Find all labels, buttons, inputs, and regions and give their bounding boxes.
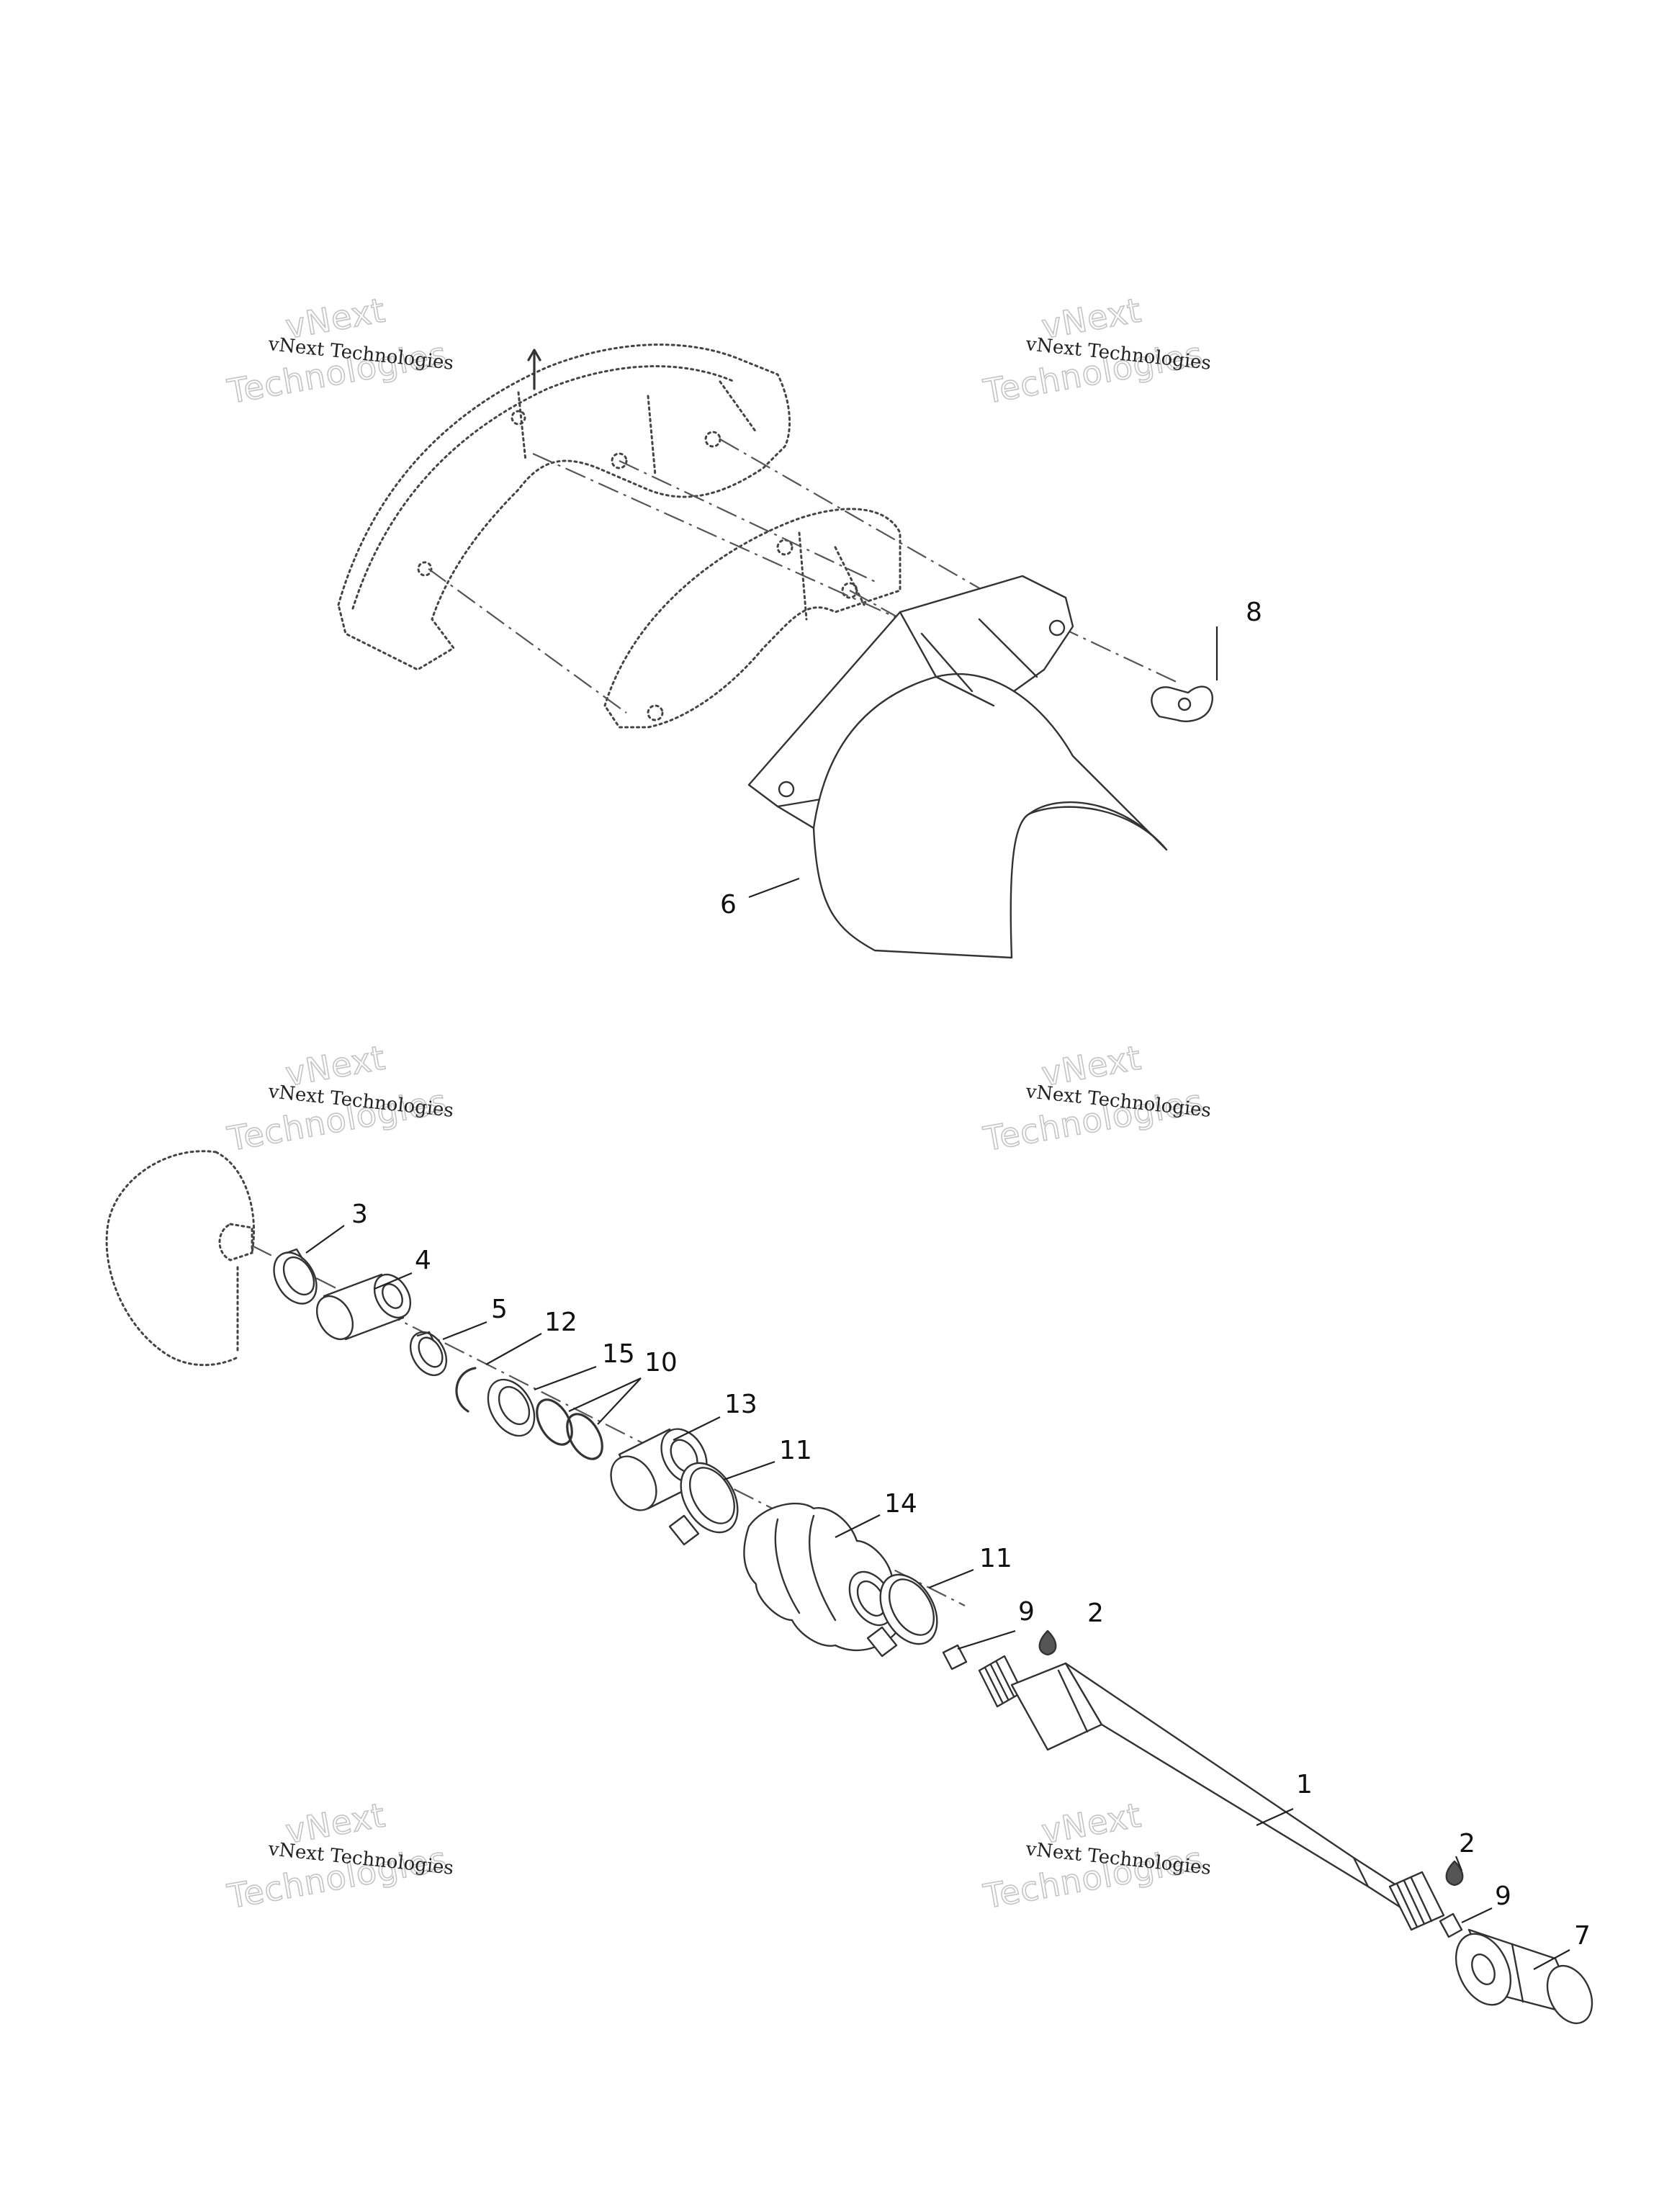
callout-10: 10	[644, 1348, 678, 1377]
snap-ring-12	[455, 1367, 477, 1413]
callout-3: 3	[351, 1200, 368, 1229]
callout-9-lower: 9	[1495, 1881, 1511, 1911]
watermark-top-right: vNext Technologies vNext Technologies	[980, 290, 1213, 412]
boot-14	[743, 1503, 902, 1651]
callout-4: 4	[415, 1246, 431, 1275]
callout-2-lower: 2	[1459, 1829, 1475, 1858]
engine-coupling-outline	[105, 1150, 256, 1367]
hose-clamp-11a	[668, 1462, 739, 1546]
callout-14: 14	[884, 1489, 917, 1519]
callout-11-lower: 11	[979, 1544, 1012, 1573]
clamp-5	[409, 1331, 448, 1377]
callout-7: 7	[1574, 1921, 1591, 1951]
wing-nut	[1151, 685, 1213, 722]
seal-carrier-15	[487, 1378, 536, 1437]
watermark-top-left: vNext Technologies vNext Technologies	[224, 290, 455, 412]
callout-labels: 8 6 3 4 5 12 15 10 13 11 14 11 9 2 1 2 9…	[351, 598, 1591, 1951]
cover-bolt-hole-right	[1048, 619, 1066, 637]
cover-mounting-lines	[428, 439, 1182, 714]
callout-2-upper: 2	[1087, 1599, 1104, 1628]
drive-shaft-1	[978, 1655, 1445, 1931]
grease-drop-2a	[1038, 1629, 1057, 1656]
callout-9-upper: 9	[1018, 1597, 1035, 1627]
plug-9b	[1439, 1912, 1463, 1938]
callout-13: 13	[724, 1390, 757, 1419]
callout-5: 5	[491, 1295, 508, 1324]
drive-shaft-cover	[747, 575, 1168, 959]
callout-6: 6	[720, 890, 737, 920]
shaft-spline-rear	[1388, 1871, 1445, 1931]
hull-rear-panel-outline	[337, 343, 791, 671]
callout-1: 1	[1296, 1770, 1313, 1799]
cover-bolt-hole-left	[778, 781, 795, 798]
callout-12: 12	[544, 1308, 577, 1337]
coupler-4	[315, 1273, 412, 1341]
bottom-leaders	[305, 1225, 1570, 1970]
top-leaders	[748, 626, 1218, 899]
watermark-bottom-left: vNext Technologies vNext Technologies	[224, 1795, 455, 1917]
o-rings-10	[536, 1398, 603, 1460]
watermark-mid-right: vNext Technologies vNext Technologies	[980, 1038, 1213, 1159]
watermark-mid-left: vNext Technologies vNext Technologies	[224, 1038, 455, 1159]
watermark-bottom-right: vNext Technologies vNext Technologies	[980, 1795, 1213, 1917]
callout-15: 15	[602, 1339, 635, 1369]
plug-9a	[942, 1644, 968, 1671]
clamp-3	[273, 1248, 318, 1305]
bearing-housing-7	[1455, 1928, 1593, 2025]
snap-ring-12-arc	[455, 1367, 477, 1413]
callout-8: 8	[1246, 598, 1262, 627]
callout-11-upper: 11	[779, 1436, 812, 1465]
hose-clamp-11b	[866, 1573, 938, 1658]
